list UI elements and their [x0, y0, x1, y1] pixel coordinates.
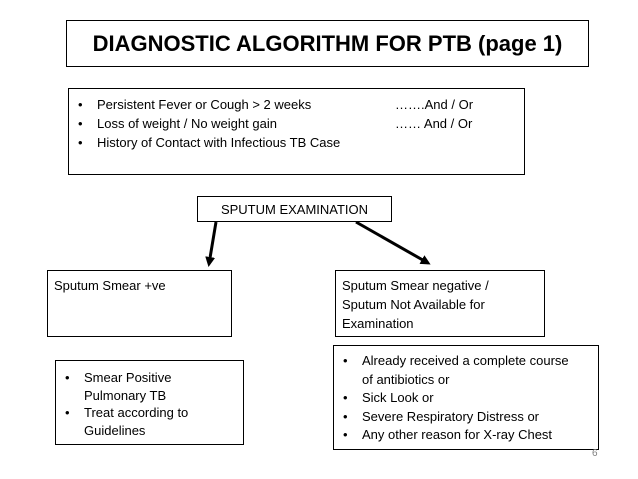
- negative-reason-item: • Already received a complete course of …: [340, 352, 592, 389]
- negative-reasons-box: • Already received a complete course of …: [333, 345, 599, 450]
- positive-action-line: Treat according to: [84, 405, 189, 420]
- criteria-item: • Persistent Fever or Cough > 2 weeks ………: [75, 95, 518, 114]
- criteria-item: • History of Contact with Infectious TB …: [75, 133, 518, 152]
- smear-negative-line: Sputum Smear negative /: [342, 278, 489, 293]
- bullet: •: [65, 370, 70, 385]
- sputum-examination-box: SPUTUM EXAMINATION: [197, 196, 392, 222]
- title-box: DIAGNOSTIC ALGORITHM FOR PTB (page 1): [66, 20, 589, 67]
- criteria-box: • Persistent Fever or Cough > 2 weeks ………: [68, 88, 525, 175]
- smear-negative-box: Sputum Smear negative / Sputum Not Avail…: [335, 270, 545, 337]
- smear-positive-label: Sputum Smear +ve: [54, 278, 166, 293]
- bullet: •: [343, 390, 348, 405]
- bullet: •: [343, 353, 348, 368]
- bullet: •: [65, 405, 70, 420]
- negative-reason-line: Any other reason for X-ray Chest: [362, 427, 553, 442]
- criteria-condition: …….And / Or: [395, 97, 474, 112]
- smear-negative-line: Sputum Not Available for: [342, 297, 485, 312]
- positive-action-line: Smear Positive: [84, 370, 172, 385]
- positive-action-item: • Smear Positive Pulmonary TB: [62, 369, 237, 404]
- negative-reason-line: Severe Respiratory Distress or: [362, 408, 539, 424]
- negative-reason-line: Sick Look or: [362, 390, 434, 405]
- smear-negative-line: Examination: [342, 316, 414, 331]
- positive-action-line: Guidelines: [84, 422, 146, 438]
- sputum-examination-label: SPUTUM EXAMINATION: [220, 201, 369, 217]
- arrow-to-smear-negative: [355, 220, 431, 265]
- page-number: 6: [592, 448, 598, 459]
- bullet: •: [343, 427, 348, 442]
- negative-reason-line: of antibiotics or: [362, 371, 450, 387]
- positive-action-item: • Treat according to Guidelines: [62, 404, 237, 439]
- criteria-item: • Loss of weight / No weight gain …… And…: [75, 114, 518, 133]
- page-title: DIAGNOSTIC ALGORITHM FOR PTB (page 1): [92, 30, 563, 56]
- bullet: •: [78, 116, 83, 131]
- criteria-text: Loss of weight / No weight gain: [97, 116, 277, 131]
- bullet: •: [343, 408, 348, 424]
- positive-action-line: Pulmonary TB: [84, 387, 167, 403]
- criteria-condition: …… And / Or: [395, 116, 473, 131]
- arrow-to-smear-positive: [205, 221, 218, 267]
- negative-reason-line: Already received a complete course: [362, 353, 569, 368]
- bullet: •: [78, 135, 83, 150]
- bullet: •: [78, 97, 83, 112]
- criteria-text: History of Contact with Infectious TB Ca…: [97, 135, 341, 150]
- negative-reason-item: • Severe Respiratory Distress or: [340, 408, 592, 427]
- smear-negative-label: Sputum Smear negative / Sputum Not Avail…: [342, 276, 489, 333]
- negative-reason-item: • Any other reason for X-ray Chest: [340, 426, 592, 445]
- criteria-text: Persistent Fever or Cough > 2 weeks: [97, 97, 312, 112]
- negative-reason-item: • Sick Look or: [340, 389, 592, 408]
- smear-positive-box: Sputum Smear +ve: [47, 270, 232, 337]
- positive-actions-box: • Smear Positive Pulmonary TB • Treat ac…: [55, 360, 244, 445]
